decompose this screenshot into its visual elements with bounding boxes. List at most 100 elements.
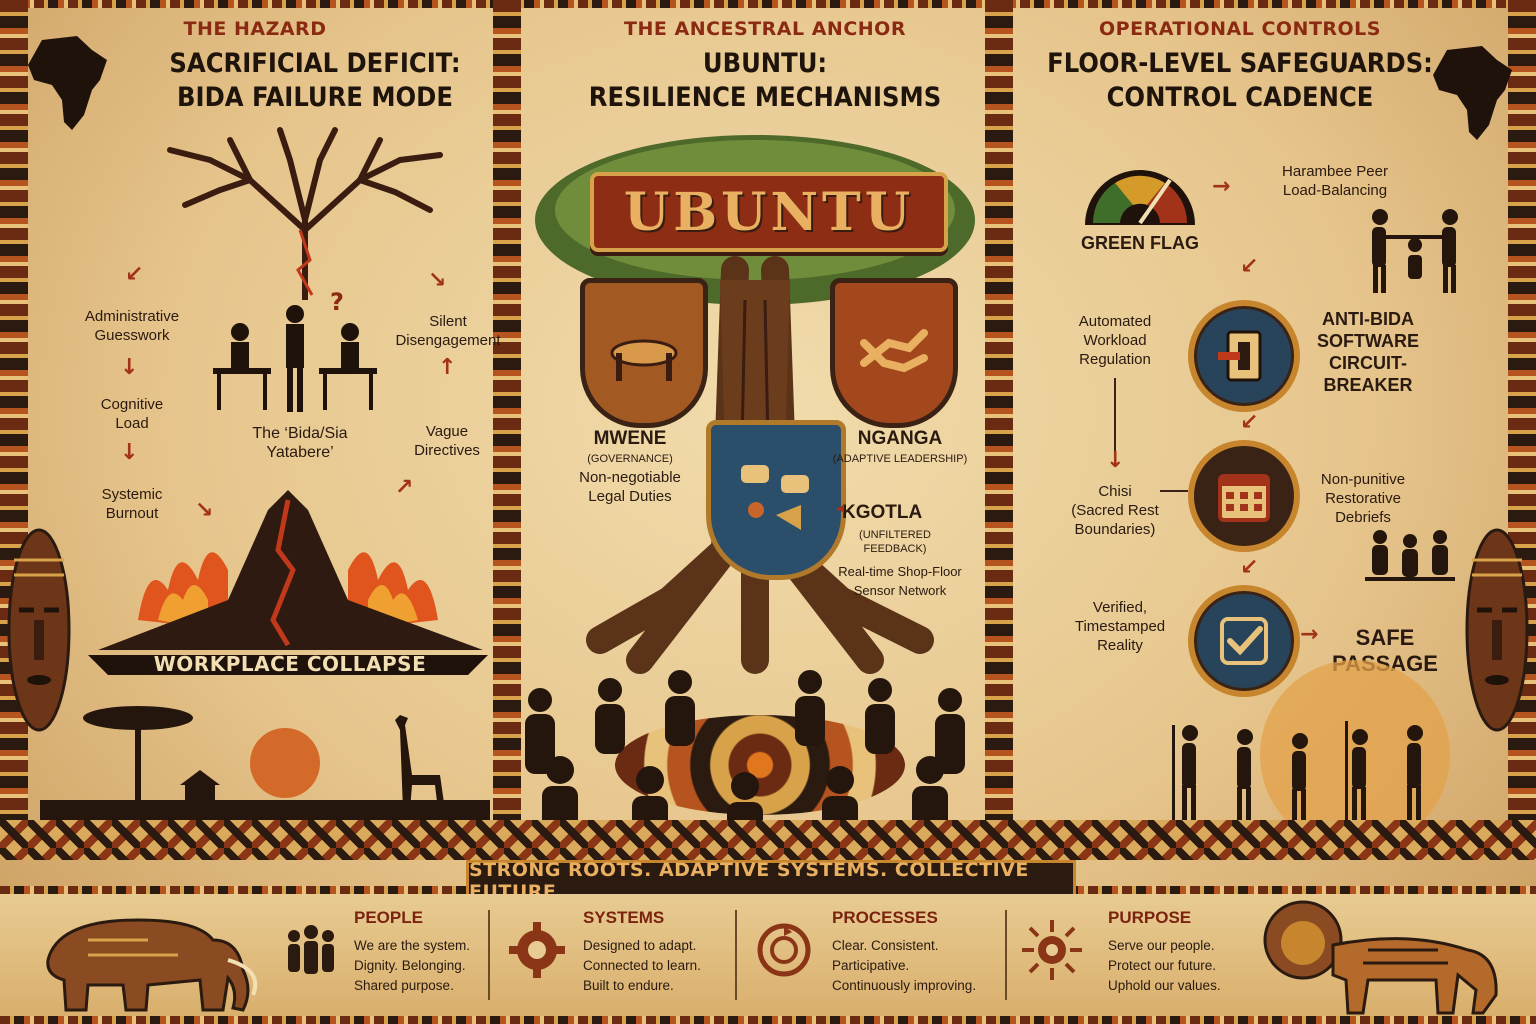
label-silent-disengagement: Silent Disengagement [395,313,501,349]
center-title-line2: RESILIENCE MECHANISMS [588,82,942,113]
nganga-title: NGANGA [857,428,943,449]
footer-title-people: PEOPLE [354,908,423,927]
footer-line-people-3: Shared purpose. [354,978,454,993]
arrow-automated-down: ↓ [1106,448,1125,473]
workplace-collapse-label: WORKPLACE COLLAPSE [153,652,427,676]
mwene-shield [580,278,708,428]
footer-col-people: PEOPLE We are the system. Dignity. Belon… [282,900,482,1010]
elephant-icon [46,918,258,1012]
arrow-admin-to-cognitive: ↓ [120,355,139,380]
footer-line-processes-3: Continuously improving. [832,978,977,993]
footer-divider-3 [1005,910,1007,1000]
footer-line-people-2: Dignity. Belonging. [354,958,466,973]
africa-map-left-icon [28,36,107,130]
arrow-tree-to-admin: ↙ [125,262,144,287]
kgotla-subtitle: (UNFILTERED FEEDBACK) [859,529,931,555]
footer-line-purpose-3: Uphold our values. [1108,978,1221,993]
gathering-circle-icon [525,670,965,840]
nganga-shield [830,278,958,428]
footer-line-purpose-2: Protect our future. [1108,958,1217,973]
footer-line-processes-1: Clear. Consistent. [832,938,939,953]
kgotla-shield [706,420,846,580]
tribal-mask-left-icon [7,528,71,732]
footer-line-processes-2: Participative. [832,958,910,973]
council-table-icon [610,339,678,381]
footer-divider-1 [488,910,490,1000]
sun-icon [1022,920,1082,980]
left-title-line2: BIDA FAILURE MODE [177,82,453,113]
kgotla-pointer-arrow: ◂ [836,498,845,517]
arrow-burnout-to-collapse: ↘ [195,498,214,523]
nganga-subtitle: (ADAPTIVE LEADERSHIP) [832,453,968,465]
arrow-vague-to-silent: ↑ [438,355,457,380]
center-kicker: THE ANCESTRAL ANCHOR [624,18,906,40]
top-border [0,0,1536,8]
cycle-icon [757,923,811,977]
kgotla-title: KGOTLA [842,502,923,523]
africa-map-right-icon [1433,46,1512,140]
center-title-line1: UBUNTU: [702,48,828,79]
workers-at-desks-icon [213,305,377,412]
footer-divider-2 [735,910,737,1000]
footer-line-systems-3: Built to endure. [583,978,674,993]
footer-line-people-1: We are the system. [354,938,471,953]
debriefs-label: Non-punitive Restorative Debriefs [1320,471,1406,526]
mwene-title: MWENE [593,428,667,449]
bottom-border [0,1016,1536,1024]
label-cognitive-load: Cognitive Load [100,396,164,432]
arrow-calendar-to-safe: ↙ [1240,555,1259,580]
savanna-silhouette-icon [40,706,490,820]
antibida-circle [1188,300,1300,412]
mwene-subtitle: (GOVERNANCE) [587,453,673,465]
verified-label: Verified, Timestamped Reality [1074,599,1166,654]
right-kicker: OPERATIONAL CONTROLS [1099,18,1381,40]
kgotla-description: Real-time Shop-Floor Sensor Network [838,564,962,598]
label-vague-directives: Vague Directives [414,423,480,459]
label-admin-guesswork: Administrative Guesswork [84,308,180,344]
automated-line [1114,378,1116,458]
chisi-connector [1160,490,1188,492]
ubuntu-banner: UBUNTU [590,172,948,252]
gear-icon [509,922,565,978]
joined-hands-icon [860,329,928,373]
harambee-label: Harambee Peer Load-Balancing [1282,163,1388,199]
label-systemic-burnout: Systemic Burnout [101,486,163,522]
question-mark: ? [330,288,344,316]
antibida-label: ANTI-BIDA SOFTWARE CIRCUIT- BREAKER [1317,309,1419,395]
footer-col-purpose: PURPOSE Serve our people. Protect our fu… [1020,900,1245,1010]
arrow-cognitive-to-burnout: ↓ [120,440,139,465]
circuit-breaker-icon [1218,330,1262,382]
burning-mountain-icon [88,490,488,675]
arrow-to-safe-passage: → [1300,622,1319,647]
tribal-mask-right-icon [1465,528,1529,732]
arrow-collapse-to-vague: ↗ [395,475,414,500]
safe-passage-circle [1188,585,1300,697]
right-title-line2: CONTROL CADENCE [1106,82,1374,113]
people-icon [288,925,334,974]
left-kicker: THE HAZARD [183,18,327,40]
mwene-description: Non-negotiable Legal Duties [579,469,681,505]
footer-line-purpose-1: Serve our people. [1108,938,1215,953]
feedback-speech-icon [741,465,809,530]
arrow-antibida-to-calendar: ↙ [1240,410,1259,435]
arrow-harambee-to-antibida: ↙ [1240,254,1259,279]
debrief-group-icon [1365,530,1455,581]
arrow-flag-to-harambee: → [1212,174,1231,199]
chisi-label: Chisi (Sacred Rest Boundaries) [1071,483,1159,538]
footer-col-processes: PROCESSES Clear. Consistent. Participati… [752,900,997,1010]
footer-line-systems-2: Connected to learn. [583,958,701,973]
right-title-line1: FLOOR-LEVEL SAFEGUARDS: [1047,48,1433,79]
gauge-icon [1085,170,1195,225]
divider-right [985,0,1013,820]
bare-tree-icon [167,127,443,300]
footer-col-systems: SYSTEMS Designed to adapt. Connected to … [505,900,725,1010]
left-title-line1: SACRIFICIAL DEFICIT: [169,48,461,79]
divider-left [493,0,521,820]
pattern-band-upper [0,820,1536,860]
arrow-tree-to-silent: ↘ [428,268,447,293]
green-flag-label: GREEN FLAG [1080,233,1199,253]
lion-icon [1263,900,1498,1015]
setting-sun [250,728,320,798]
footer-line-systems-1: Designed to adapt. [583,938,697,953]
